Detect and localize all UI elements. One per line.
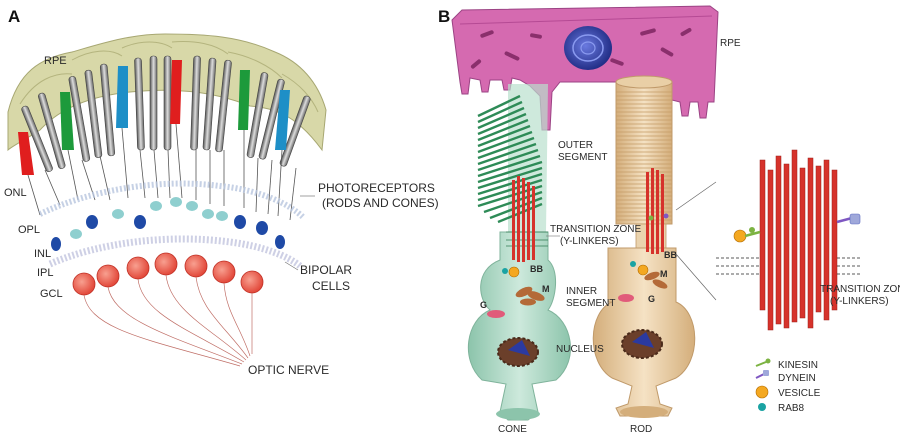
label-gcl: GCL bbox=[40, 288, 63, 300]
kinesin-icon bbox=[755, 358, 771, 367]
cone-vesicle bbox=[508, 266, 520, 278]
rab8-icon bbox=[758, 403, 766, 411]
rod-kinesin bbox=[648, 215, 654, 221]
bipolar-cells bbox=[51, 197, 285, 251]
label-optic-nerve: OPTIC NERVE bbox=[248, 363, 329, 377]
label-photoreceptors-2: (RODS AND CONES) bbox=[322, 196, 439, 210]
rod-dynein bbox=[663, 213, 669, 219]
label-bipolar-2: CELLS bbox=[312, 279, 350, 293]
label-onl: ONL bbox=[4, 187, 27, 199]
rpe-edge bbox=[459, 15, 713, 25]
cone-nucleus bbox=[497, 337, 539, 367]
legend-vesicle: VESICLE bbox=[778, 388, 821, 399]
panel-a: A bbox=[4, 7, 439, 377]
label-nucleus: NUCLEUS bbox=[556, 344, 604, 355]
label-opl: OPL bbox=[18, 224, 40, 236]
label-g-cone: G bbox=[480, 300, 487, 310]
label-tz-1: TRANSITION ZONE bbox=[550, 224, 641, 235]
label-inner-1: INNER bbox=[566, 286, 597, 297]
rpe-nucleus bbox=[564, 26, 612, 70]
cone-mitochondria bbox=[515, 286, 545, 306]
label-bb-cone: BB bbox=[530, 264, 543, 274]
zoom-dynein bbox=[836, 213, 861, 225]
transition-zone-zoom bbox=[716, 149, 861, 331]
zoom-lines bbox=[675, 181, 717, 301]
cone-cilium bbox=[512, 176, 535, 262]
legend-rab8: RAB8 bbox=[778, 403, 805, 414]
rpe-granules bbox=[470, 28, 692, 69]
vesicle-icon bbox=[755, 385, 769, 399]
rod-nucleus bbox=[621, 329, 663, 359]
legend-dynein: DYNEIN bbox=[778, 373, 816, 384]
legend: KINESIN DYNEIN VESICLE RAB8 bbox=[755, 358, 821, 414]
label-outer-1: OUTER bbox=[558, 140, 593, 151]
label-m-rod: M bbox=[660, 269, 668, 279]
label-bipolar-1: BIPOLAR bbox=[300, 263, 352, 277]
zoom-kinesin-vesicle bbox=[733, 227, 761, 243]
legend-kinesin: KINESIN bbox=[778, 360, 818, 371]
rod-rab8 bbox=[630, 261, 636, 267]
rod-golgi bbox=[618, 294, 634, 302]
y-linkers bbox=[716, 257, 860, 275]
cone-cell bbox=[467, 84, 571, 421]
label-bb-rod: BB bbox=[664, 250, 677, 260]
dynein-icon bbox=[755, 370, 769, 379]
label-inl: INL bbox=[34, 248, 51, 260]
cone-golgi bbox=[487, 310, 505, 318]
panel-a-leaders bbox=[284, 195, 315, 271]
ganglion-cells bbox=[72, 252, 264, 296]
rod-vesicle bbox=[637, 264, 649, 276]
rod-cell bbox=[592, 75, 696, 418]
rpe-scallops bbox=[19, 41, 319, 113]
label-rpe-a: RPE bbox=[44, 55, 67, 67]
label-rpe-b: RPE bbox=[720, 38, 741, 49]
label-tz-2: (Y-LINKERS) bbox=[560, 236, 619, 247]
opl-band bbox=[38, 180, 307, 221]
label-photoreceptors-1: PHOTORECEPTORS bbox=[318, 181, 435, 195]
panel-b-letter: B bbox=[438, 7, 450, 26]
label-inner-2: SEGMENT bbox=[566, 298, 615, 309]
photoreceptor-cells bbox=[18, 55, 311, 221]
panel-b: B bbox=[438, 5, 900, 435]
label-cone: CONE bbox=[498, 424, 527, 435]
optic-nerve-fibres bbox=[83, 274, 253, 367]
rod-cilium bbox=[646, 168, 664, 254]
label-ipl: IPL bbox=[37, 267, 54, 279]
cone-rab8 bbox=[502, 268, 508, 274]
label-tz-zoom-2: (Y-LINKERS) bbox=[830, 296, 889, 307]
panel-a-letter: A bbox=[8, 7, 20, 26]
label-g-rod: G bbox=[648, 294, 655, 304]
label-outer-2: SEGMENT bbox=[558, 152, 607, 163]
label-rod: ROD bbox=[630, 424, 652, 435]
label-m-cone: M bbox=[542, 284, 550, 294]
rod-mitochondria bbox=[644, 271, 668, 289]
label-tz-zoom-1: TRANSITION ZONE bbox=[820, 284, 900, 295]
